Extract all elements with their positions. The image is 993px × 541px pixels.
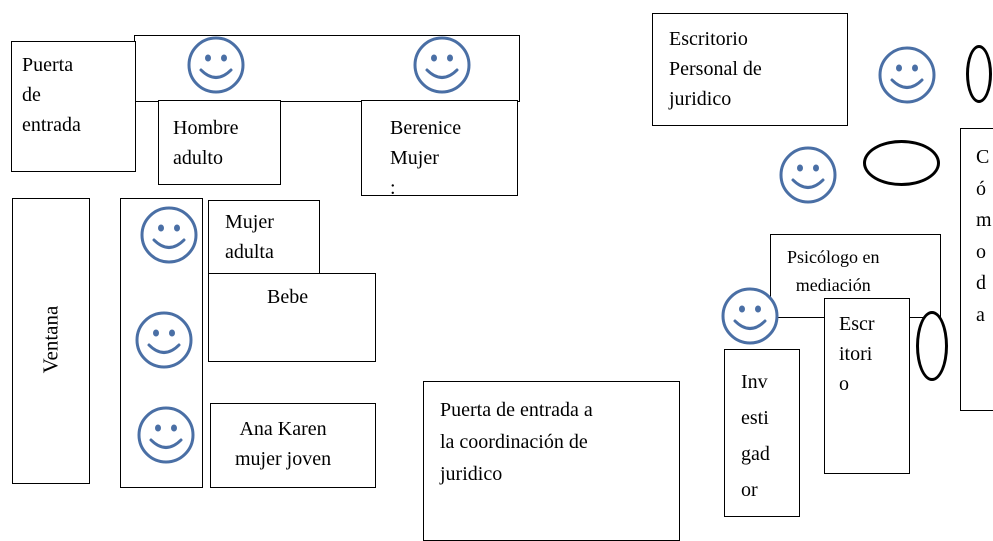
smiley-face-icon [134, 310, 194, 370]
window-box: Ventana [12, 198, 90, 484]
investigator-label: Inv esti gad or [741, 371, 770, 501]
investigator-box: Inv esti gad or [724, 349, 800, 517]
coordination-door-label: Puerta de entrada a la coordinación de j… [440, 399, 593, 485]
young-woman-label: Ana Karen mujer joven [235, 418, 332, 470]
smiley-face-icon [136, 405, 196, 465]
baby-label: Bebe [267, 286, 309, 308]
smiley-face-icon [186, 35, 246, 95]
legal-staff-desk-label: Escritorio Personal de juridico [669, 28, 762, 110]
dresser-label: C ó m o d a [976, 146, 992, 326]
adult-woman-label: Mujer adulta [225, 211, 274, 263]
baby-box: Bebe [208, 273, 376, 362]
smiley-face-icon [139, 205, 199, 265]
small-desk-label: Escr itori o [839, 313, 875, 395]
entrance-door-label: Puerta de entrada [22, 54, 81, 136]
smiley-face-icon [877, 45, 937, 105]
adult-man-box: Hombre adulto [158, 100, 281, 185]
adult-woman-box: Mujer adulta [208, 200, 320, 275]
dresser-box: C ó m o d a [960, 128, 993, 411]
psychologist-label: Psicólogo en mediación [787, 247, 880, 295]
coordination-door-box: Puerta de entrada a la coordinación de j… [423, 381, 680, 541]
smiley-face-icon [778, 145, 838, 205]
adult-man-label: Hombre adulto [173, 117, 239, 169]
smiley-face-icon [720, 286, 780, 346]
berenice-box: Berenice Mujer : [361, 100, 518, 196]
oval-table-icon [966, 45, 992, 103]
berenice-label: Berenice Mujer : [390, 117, 462, 196]
window-label: Ventana [38, 305, 63, 374]
young-woman-box: Ana Karen mujer joven [210, 403, 376, 488]
small-desk-box: Escr itori o [824, 298, 910, 474]
oval-table-icon [863, 140, 940, 186]
legal-staff-desk-box: Escritorio Personal de juridico [652, 13, 848, 126]
oval-table-icon [916, 311, 948, 381]
smiley-face-icon [412, 35, 472, 95]
entrance-door-box: Puerta de entrada [11, 41, 136, 172]
